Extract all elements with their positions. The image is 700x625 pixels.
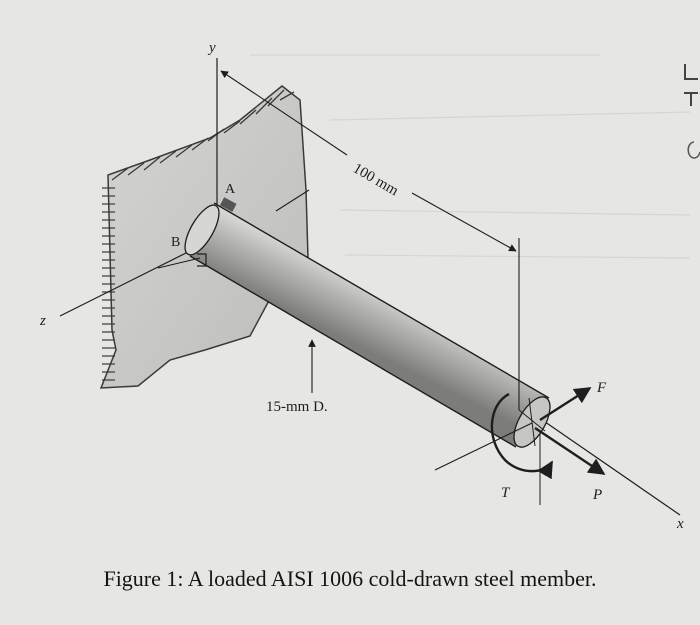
figure-caption: Figure 1: A loaded AISI 1006 cold-drawn … <box>103 566 597 591</box>
element-a <box>219 197 237 212</box>
wall-hatch-left <box>102 187 115 381</box>
force-f-label: F <box>596 380 607 396</box>
z-axis-label: z <box>39 313 46 329</box>
b-leader-line <box>157 257 201 269</box>
point-a-label: A <box>225 182 236 197</box>
x-axis-line <box>534 414 681 516</box>
wall-hatch-top <box>111 89 295 181</box>
z-axis-line <box>59 252 187 317</box>
torque-label: T <box>501 485 511 501</box>
force-p-label: P <box>592 487 602 503</box>
element-b <box>197 253 207 267</box>
background-ghost-lines <box>250 54 691 259</box>
torque-arc <box>490 392 554 480</box>
force-p-arrow <box>534 427 606 475</box>
page-edge-marks <box>684 64 700 159</box>
a-leader-line <box>275 189 310 212</box>
rod-end-fixed <box>184 204 220 256</box>
force-f-arrow <box>539 386 592 422</box>
length-label: 100 mm <box>350 161 401 200</box>
point-b-label: B <box>171 235 180 250</box>
length-dimension <box>220 70 520 410</box>
rod <box>184 197 551 448</box>
diameter-label: 15-mm D. <box>266 399 328 415</box>
y-axis-label: y <box>207 40 216 56</box>
x-axis-label: x <box>676 516 684 532</box>
front-z-line <box>434 422 533 471</box>
